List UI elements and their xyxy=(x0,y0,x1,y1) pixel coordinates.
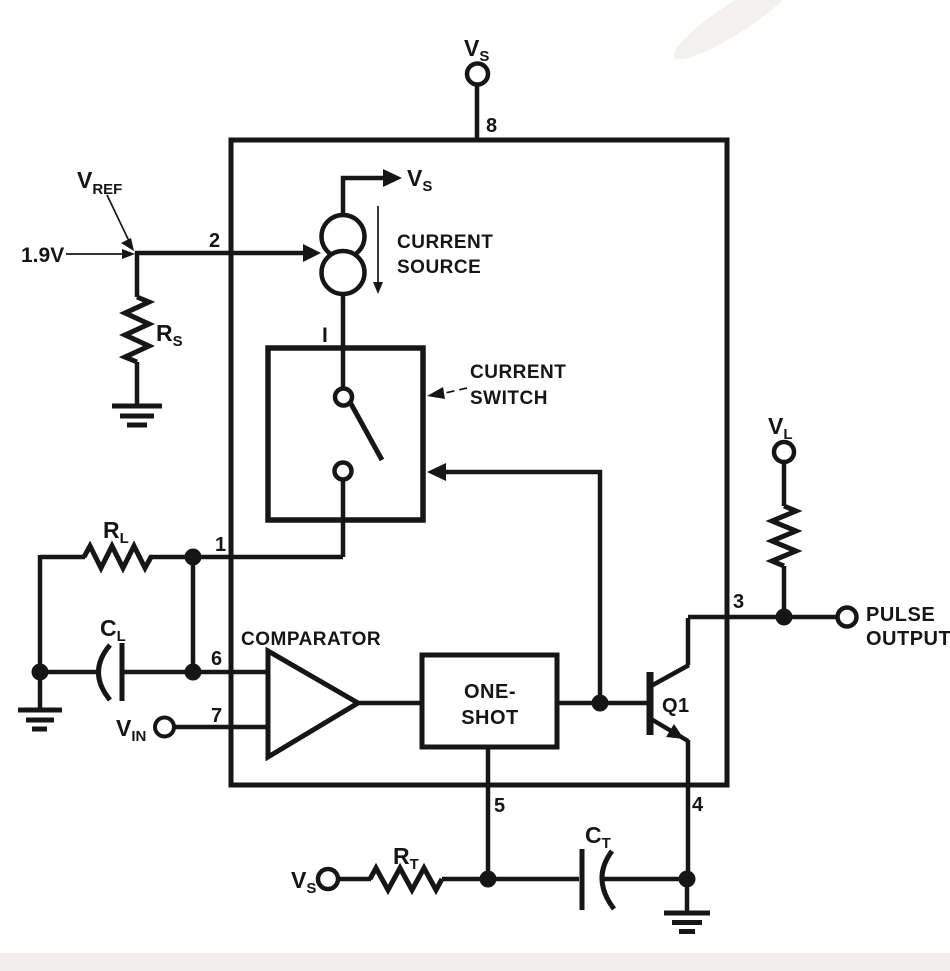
current-source-symbol xyxy=(319,212,367,297)
pin1-label: 1 xyxy=(215,534,226,556)
current-switch-label-2: SWITCH xyxy=(470,388,548,409)
rt-label: RT xyxy=(393,843,419,873)
wire-feedback xyxy=(446,469,603,703)
vs-bottom-label: VS xyxy=(291,867,316,897)
rs-label: RS xyxy=(156,320,183,350)
capacitor-cl xyxy=(96,643,125,702)
cl-label: CL xyxy=(100,615,126,645)
vs-top-label: VS xyxy=(464,35,489,65)
transistor-q1 xyxy=(646,618,691,743)
pin7-label: 7 xyxy=(211,705,222,727)
capacitor-ct xyxy=(579,849,617,911)
resistor-rs xyxy=(118,294,156,365)
ref-voltage-label: 1.9V xyxy=(21,244,64,267)
terminal-vin xyxy=(153,715,176,739)
current-i-label: I xyxy=(322,324,328,347)
vl-label: VL xyxy=(768,413,793,443)
rl-label: RL xyxy=(103,517,129,547)
switch-contact-bottom xyxy=(332,460,354,482)
ct-label: CT xyxy=(585,822,611,852)
scan-smudge xyxy=(674,0,796,60)
junction-cl-ground xyxy=(31,663,49,681)
junction-pulse-output xyxy=(775,608,793,626)
comparator-triangle xyxy=(265,646,363,762)
junction-pin1-rl xyxy=(184,548,202,566)
pin3-label: 3 xyxy=(733,591,744,613)
terminal-vl xyxy=(771,439,797,465)
switch-pointer-line xyxy=(444,387,468,394)
current-switch-box xyxy=(265,345,426,523)
current-switch-symbol xyxy=(332,386,385,482)
terminal-pulse-output xyxy=(835,605,859,629)
q1-label: Q1 xyxy=(662,695,690,717)
pin8-label: 8 xyxy=(486,115,497,137)
comparator-label: COMPARATOR xyxy=(241,629,381,650)
arrow-to-vs-internal xyxy=(383,169,402,187)
junction-pin6-cl xyxy=(184,663,202,681)
current-source-label-1: CURRENT xyxy=(397,232,493,253)
annotation-arrows xyxy=(66,194,468,399)
pin4-label: 4 xyxy=(692,794,704,816)
ground-ct xyxy=(664,910,710,934)
ref-voltage-arrow-head xyxy=(122,249,135,259)
vin-label: VIN xyxy=(116,715,146,745)
vref-label: VREF xyxy=(77,167,122,198)
junction-rt-pin5 xyxy=(479,870,497,888)
pin5-label: 5 xyxy=(494,795,505,817)
pulse-output-label-1: PULSE xyxy=(866,604,935,626)
resistor-vl-load xyxy=(765,503,803,569)
vs-internal-label: VS xyxy=(407,165,432,195)
wire-source-to-vs xyxy=(340,175,385,215)
wires xyxy=(37,85,837,912)
q1-collector xyxy=(649,618,691,688)
ground-cl xyxy=(18,707,62,732)
one-shot-label-2: SHOT xyxy=(461,707,519,729)
arrow-feedback-into-switch xyxy=(427,463,446,481)
current-source-circle-bottom xyxy=(319,248,367,297)
one-shot-label-1: ONE- xyxy=(464,681,516,703)
resistor-rl xyxy=(81,540,154,574)
junction-ct-pin4 xyxy=(678,870,696,888)
vref-pointer-line xyxy=(106,194,130,242)
vref-pointer-head xyxy=(121,238,134,251)
resistor-rt xyxy=(367,862,445,896)
current-switch-label-1: CURRENT xyxy=(470,362,566,383)
pin2-label: 2 xyxy=(209,230,220,252)
arrow-pin2-into-source xyxy=(303,244,321,262)
cl-curved-plate xyxy=(96,643,112,702)
current-direction-head xyxy=(373,282,383,294)
scan-band xyxy=(0,953,950,971)
terminal-vs-bottom xyxy=(315,866,341,892)
pin6-label: 6 xyxy=(211,648,222,670)
switch-contact-top xyxy=(332,386,355,408)
terminal-vs-top xyxy=(464,61,491,87)
switch-arm xyxy=(347,400,385,462)
pulse-output-label-2: OUTPUT xyxy=(866,628,950,650)
ground-rs xyxy=(112,403,162,428)
junction-oneshot-feedback xyxy=(591,694,609,712)
q1-emitter-arrow xyxy=(666,724,684,739)
switch-pointer-head xyxy=(427,387,445,399)
current-source-label-2: SOURCE xyxy=(397,257,481,278)
one-shot-box xyxy=(419,652,560,750)
junction-dots xyxy=(31,548,793,888)
ct-curved-plate xyxy=(599,849,617,911)
